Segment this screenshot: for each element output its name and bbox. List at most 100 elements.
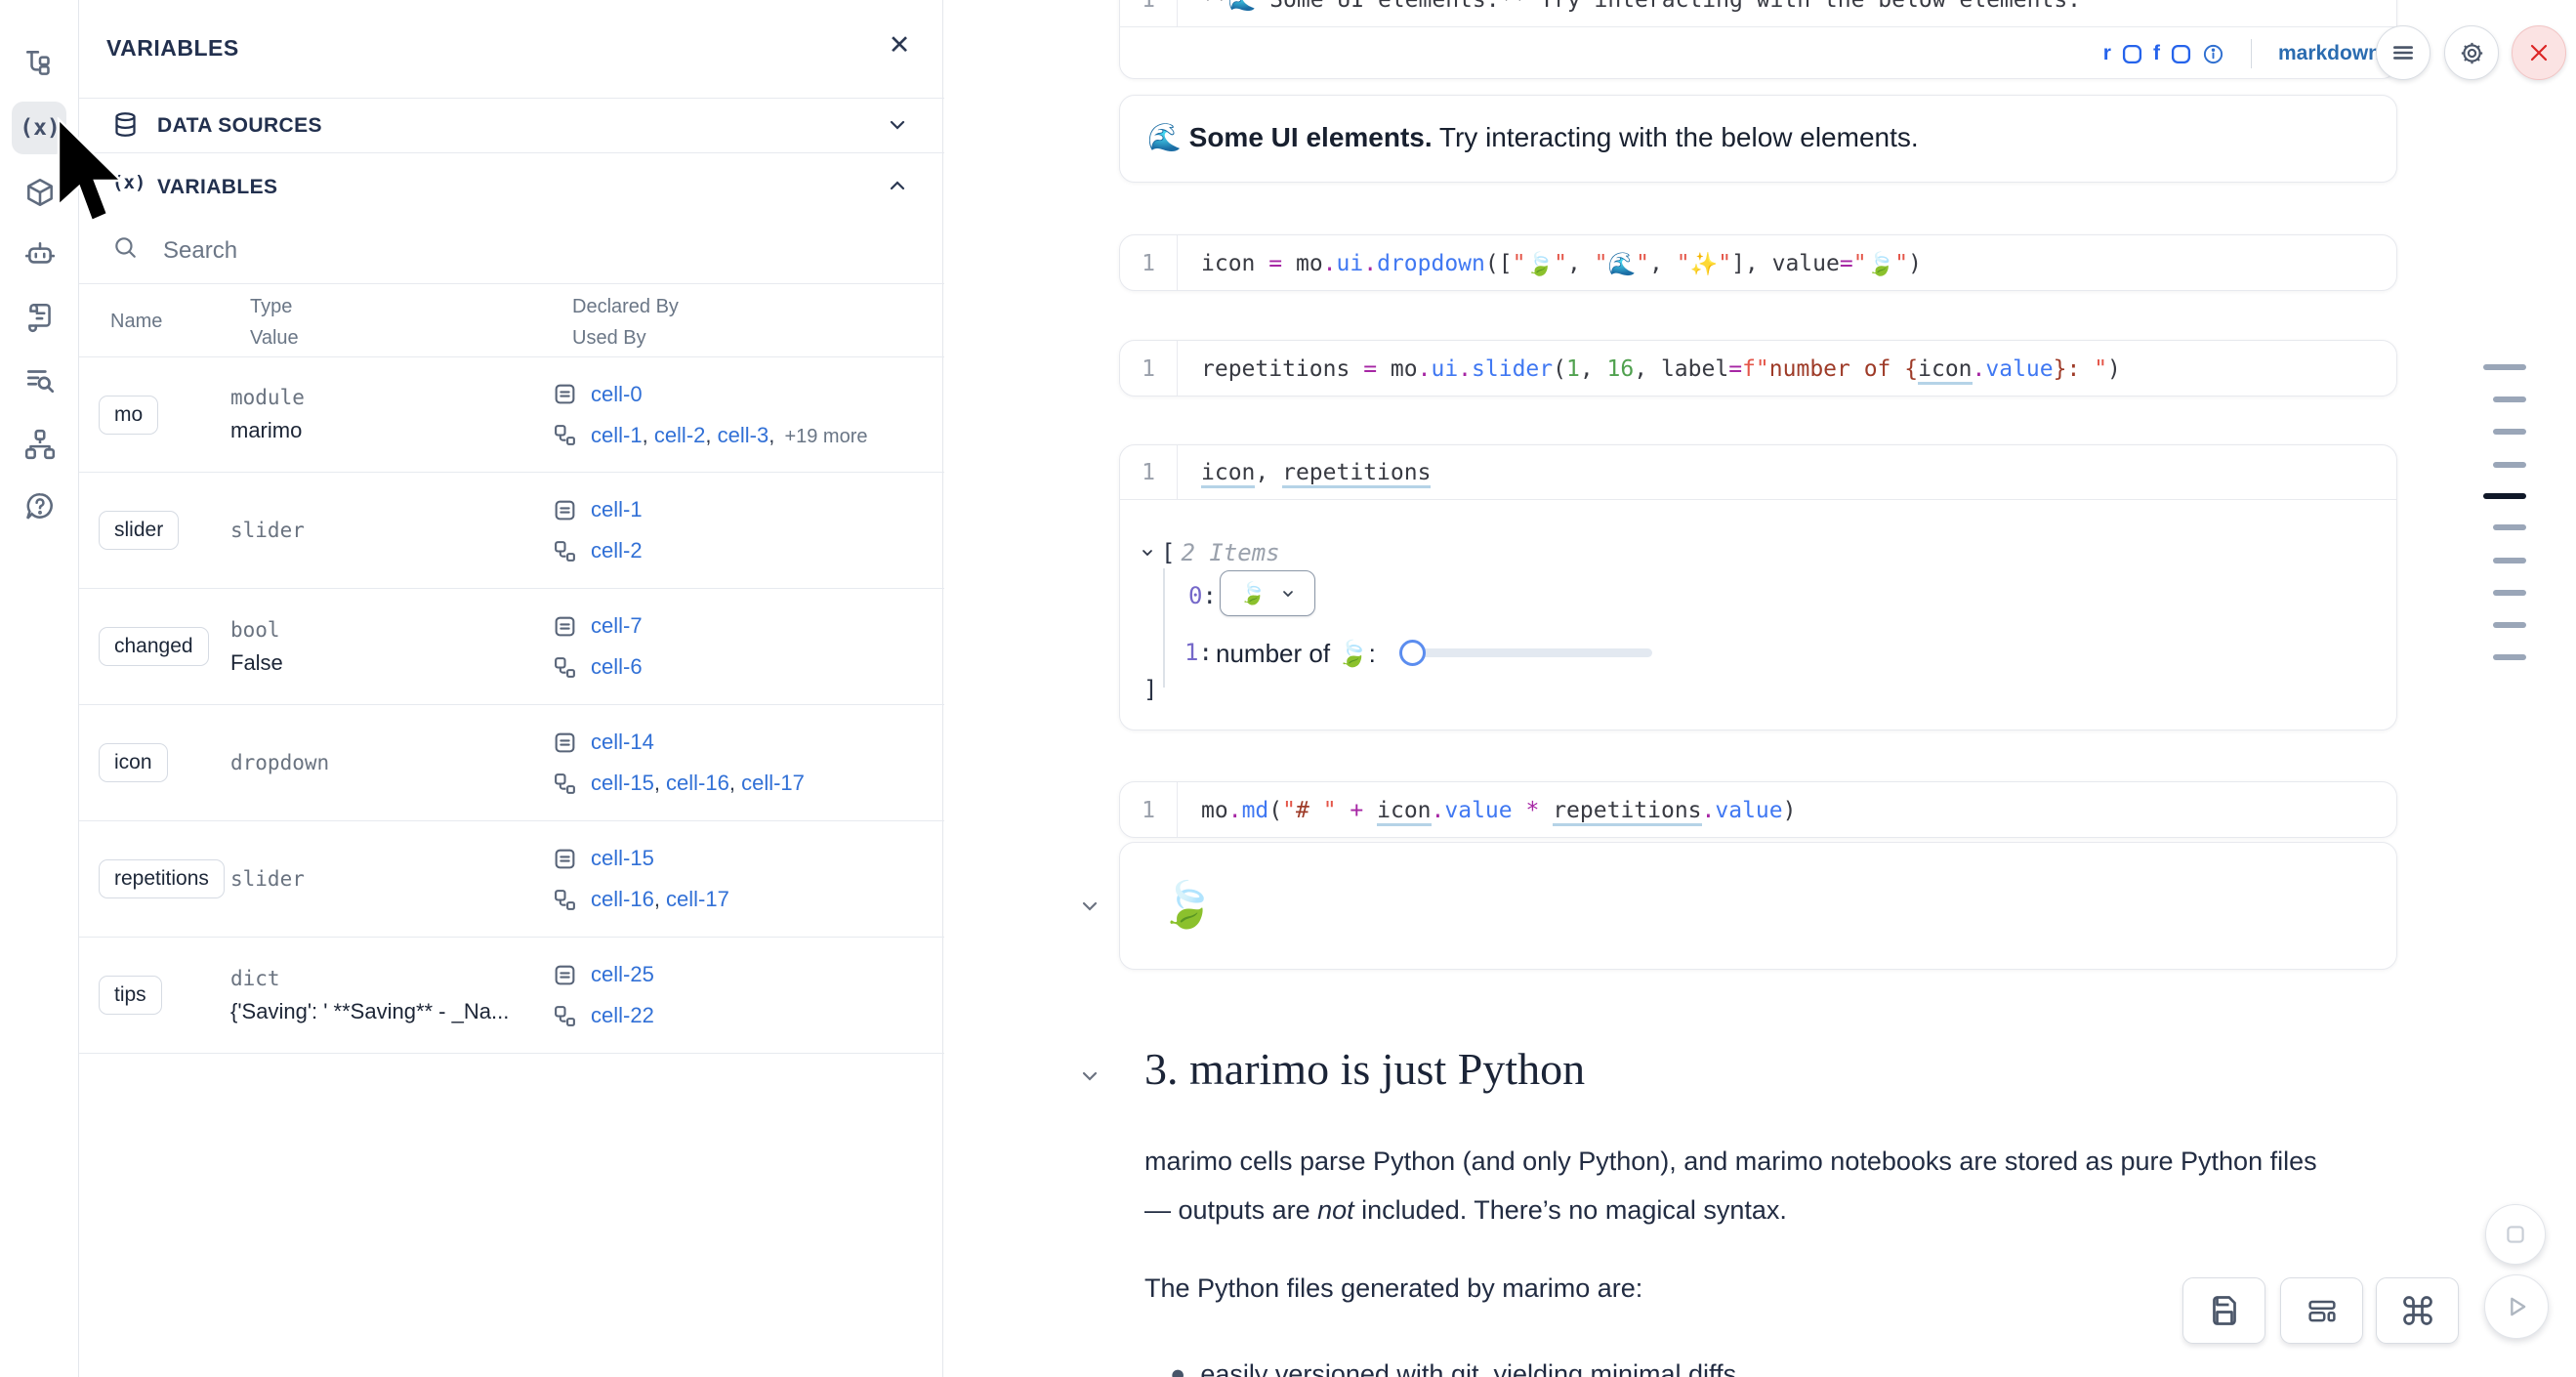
search-input[interactable] xyxy=(161,232,849,270)
data-sources-section-header[interactable]: DATA SOURCES xyxy=(79,98,944,152)
repetitions-slider-thumb[interactable] xyxy=(1399,640,1426,666)
cell-link[interactable]: cell-22 xyxy=(591,1003,654,1027)
cell-link[interactable]: cell-15 xyxy=(591,846,654,870)
keyboard-shortcuts-button[interactable] xyxy=(2376,1277,2459,1344)
section-collapse-chevron-icon[interactable] xyxy=(1078,1064,1101,1088)
output-collapse-chevron-icon[interactable] xyxy=(1078,895,1101,918)
close-panel-button[interactable]: ✕ xyxy=(880,25,919,64)
minimap-dash[interactable] xyxy=(2493,429,2526,435)
cell-link[interactable]: cell-14 xyxy=(591,730,654,754)
gear-icon xyxy=(2461,42,2482,63)
used-by-line: cell-1, cell-2, cell-3, +19 more xyxy=(553,423,935,448)
format-checkbox-icon[interactable] xyxy=(2171,44,2191,64)
minimap-dash[interactable] xyxy=(2493,524,2526,530)
minimap-dash-active[interactable] xyxy=(2483,493,2526,499)
shutdown-button[interactable] xyxy=(2512,25,2566,80)
close-icon xyxy=(2530,44,2548,62)
used-by-line: cell-15, cell-16, cell-17 xyxy=(553,771,935,796)
database-icon xyxy=(112,111,139,138)
icon-dropdown-control[interactable]: 🍃 xyxy=(1220,570,1315,616)
cell-link[interactable]: cell-16 xyxy=(591,887,654,911)
used-by-icon xyxy=(553,655,577,680)
ai-assistant-icon[interactable] xyxy=(21,236,59,273)
active-tab-highlight xyxy=(12,102,66,154)
variable-type: slider xyxy=(230,519,305,542)
run-all-button[interactable] xyxy=(2484,1274,2549,1339)
array-item-1-label: 1: xyxy=(1184,639,1213,666)
notebook-menu-button[interactable] xyxy=(2376,25,2431,80)
markdown-output-text: 🌊 Some UI elements. Try interacting with… xyxy=(1147,122,1919,152)
variable-name-badge[interactable]: mo xyxy=(99,395,159,435)
variables-section-header[interactable]: (x) VARIABLES xyxy=(79,152,944,219)
packages-icon[interactable] xyxy=(21,174,59,211)
variables-icon[interactable]: (x) xyxy=(20,109,61,146)
section-heading: 3. marimo is just Python xyxy=(1144,1044,1586,1094)
variable-name-badge[interactable]: repetitions xyxy=(99,859,225,898)
paragraph-line: marimo cells parse Python (and only Pyth… xyxy=(1144,1147,2317,1176)
cell-link[interactable]: cell-0 xyxy=(591,381,643,406)
info-icon[interactable] xyxy=(2202,43,2224,65)
code-cell-tuple[interactable]: 1 icon, repetitions [ 2 Items 0: 🍃 1: nu… xyxy=(1119,444,2397,730)
cell-link[interactable]: cell-15 xyxy=(591,771,654,795)
play-icon xyxy=(2511,1297,2526,1316)
variable-name-badge[interactable]: slider xyxy=(99,511,180,550)
dependency-graph-icon[interactable] xyxy=(21,426,59,463)
minimap-dash[interactable] xyxy=(2493,462,2526,468)
logs-search-icon[interactable] xyxy=(21,361,59,398)
cell-link[interactable]: cell-2 xyxy=(591,538,643,563)
run-checkbox-icon[interactable] xyxy=(2122,44,2142,64)
activity-bar: (x) xyxy=(0,0,78,1377)
layout-button[interactable] xyxy=(2280,1277,2363,1344)
cell-link[interactable]: cell-17 xyxy=(666,887,729,911)
minimap-dash[interactable] xyxy=(2493,558,2526,563)
code-line[interactable]: mo.md("# " + icon.value * repetitions.va… xyxy=(1201,798,1797,823)
cell-link[interactable]: cell-2 xyxy=(653,422,706,447)
code-cell-dropdown-def[interactable]: 1 icon = mo.ui.dropdown(["🍃", "🌊", "✨"],… xyxy=(1119,234,2397,291)
code-line[interactable]: icon = mo.ui.dropdown(["🍃", "🌊", "✨"], v… xyxy=(1201,251,1922,277)
array-output-header[interactable]: [ 2 Items xyxy=(1140,539,1280,566)
line-number: 1 xyxy=(1120,782,1178,837)
variables-section-icon: (x) xyxy=(112,172,146,193)
cell-toolbar: r f markdown xyxy=(1120,27,2396,78)
minimap-dash[interactable] xyxy=(2483,364,2526,370)
cell-link[interactable]: cell-7 xyxy=(591,613,643,638)
save-button[interactable] xyxy=(2182,1277,2265,1344)
code-line[interactable]: **🌊 Some UI elements.** Try interacting … xyxy=(1201,0,2082,13)
minimap-dash[interactable] xyxy=(2493,396,2526,402)
code-line[interactable]: repetitions = mo.ui.slider(1, 16, label=… xyxy=(1201,356,2121,382)
notebook-tree-icon[interactable] xyxy=(21,45,59,82)
variable-name-badge[interactable]: changed xyxy=(99,627,209,666)
cell-link[interactable]: cell-17 xyxy=(741,771,805,795)
cell-language-label[interactable]: markdown xyxy=(2277,42,2381,64)
used-by-icon xyxy=(553,888,577,912)
cell-link[interactable]: cell-1 xyxy=(591,497,643,522)
settings-button[interactable] xyxy=(2444,25,2499,80)
minimap-dash[interactable] xyxy=(2493,622,2526,628)
cell-link[interactable]: cell-25 xyxy=(591,962,654,986)
variable-name-badge[interactable]: icon xyxy=(99,743,168,782)
code-cell-md-expr[interactable]: 1 mo.md("# " + icon.value * repetitions.… xyxy=(1119,781,2397,838)
minimap-dash[interactable] xyxy=(2493,590,2526,596)
cell-link[interactable]: cell-6 xyxy=(591,654,643,679)
variable-type: module xyxy=(230,386,305,409)
code-line[interactable]: icon, repetitions xyxy=(1201,459,1432,485)
help-icon[interactable] xyxy=(21,488,59,525)
snippets-icon[interactable] xyxy=(21,299,59,336)
more-cells-label[interactable]: +19 more xyxy=(784,425,868,447)
array-item-0-label: 0: xyxy=(1188,582,1217,609)
repetitions-slider-track[interactable] xyxy=(1412,648,1652,657)
minimap-dash[interactable] xyxy=(2493,654,2526,660)
stop-button[interactable] xyxy=(2485,1204,2546,1265)
cell-link[interactable]: cell-3 xyxy=(717,422,769,447)
cell-link[interactable]: cell-16 xyxy=(666,771,729,795)
dropdown-value: 🍃 xyxy=(1239,580,1267,605)
cell-link[interactable]: cell-1 xyxy=(591,422,643,447)
collapse-chevron-icon[interactable] xyxy=(1140,545,1155,561)
code-cell-slider-def[interactable]: 1 repetitions = mo.ui.slider(1, 16, labe… xyxy=(1119,340,2397,396)
variable-name-badge[interactable]: tips xyxy=(99,976,162,1015)
markdown-cell-editor[interactable]: 1 **🌊 Some UI elements.** Try interactin… xyxy=(1119,0,2397,79)
declared-by-icon xyxy=(553,847,577,871)
